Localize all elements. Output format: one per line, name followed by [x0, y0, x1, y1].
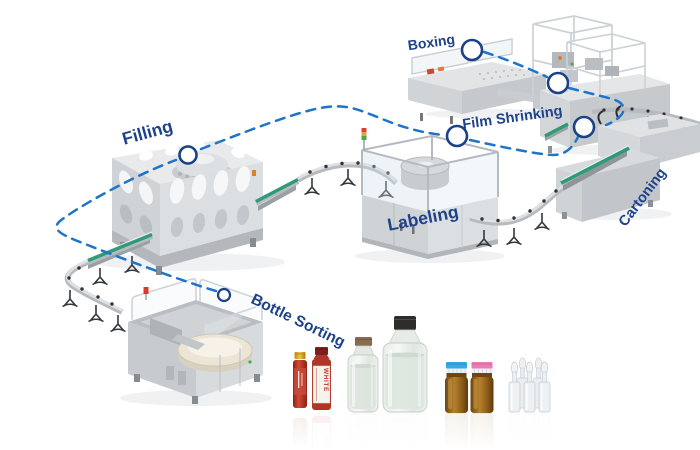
film-shrinking-station-marker	[546, 71, 570, 95]
front-windows	[169, 166, 251, 204]
bottle-sorting-station-marker	[216, 287, 232, 303]
flow-segment-sorting-to-filling	[55, 158, 218, 293]
labeler-frame	[361, 134, 499, 212]
clear-ampoules	[508, 357, 551, 413]
bottle-sorting-machine	[128, 278, 263, 404]
cartoning-machine	[556, 105, 700, 222]
pink-cap-amber-vial	[470, 362, 494, 413]
filling-station-marker	[178, 145, 198, 165]
flow-segment-shrinking-hook	[567, 86, 625, 127]
flow-segment-boxing-to-shrinking	[482, 50, 549, 79]
sorting-infeed-conveyor	[61, 259, 127, 333]
boxing-station-marker	[460, 38, 484, 62]
shrink-tunnel-frame	[566, 33, 646, 100]
flow-segment-filling-to-labeling	[199, 105, 446, 151]
blue-cap-amber-vial	[445, 362, 468, 413]
labeling-to-cartoning-conveyor	[469, 185, 564, 248]
black-cap-glass-bottle	[382, 316, 428, 413]
cartoning-station-marker	[572, 115, 596, 139]
labeling-station-marker	[445, 124, 469, 148]
labeling-machine	[361, 128, 499, 259]
white-bottle-label-text: WHITE	[322, 368, 329, 392]
station-markers	[178, 38, 596, 303]
product-lineup: WHITE	[293, 316, 551, 413]
flow-path	[55, 50, 625, 293]
lower-windows	[170, 205, 250, 237]
red-oral-liquid-bottle	[293, 352, 307, 408]
bottle-sorting-label: Bottle Sorting	[248, 291, 348, 351]
reflection-fade	[280, 414, 600, 450]
flow-segment-labeling-to-cartoning	[468, 135, 580, 157]
brown-cap-glass-bottle	[347, 337, 379, 413]
filling-outfeed-conveyor	[86, 231, 154, 286]
perforated-deck	[479, 69, 525, 80]
filling-to-labeling-conveyor	[254, 161, 398, 211]
boxing-label: Boxing	[407, 31, 456, 53]
filling-label: Filling	[120, 116, 175, 149]
white-label-oral-liquid-bottle: WHITE	[312, 347, 331, 410]
